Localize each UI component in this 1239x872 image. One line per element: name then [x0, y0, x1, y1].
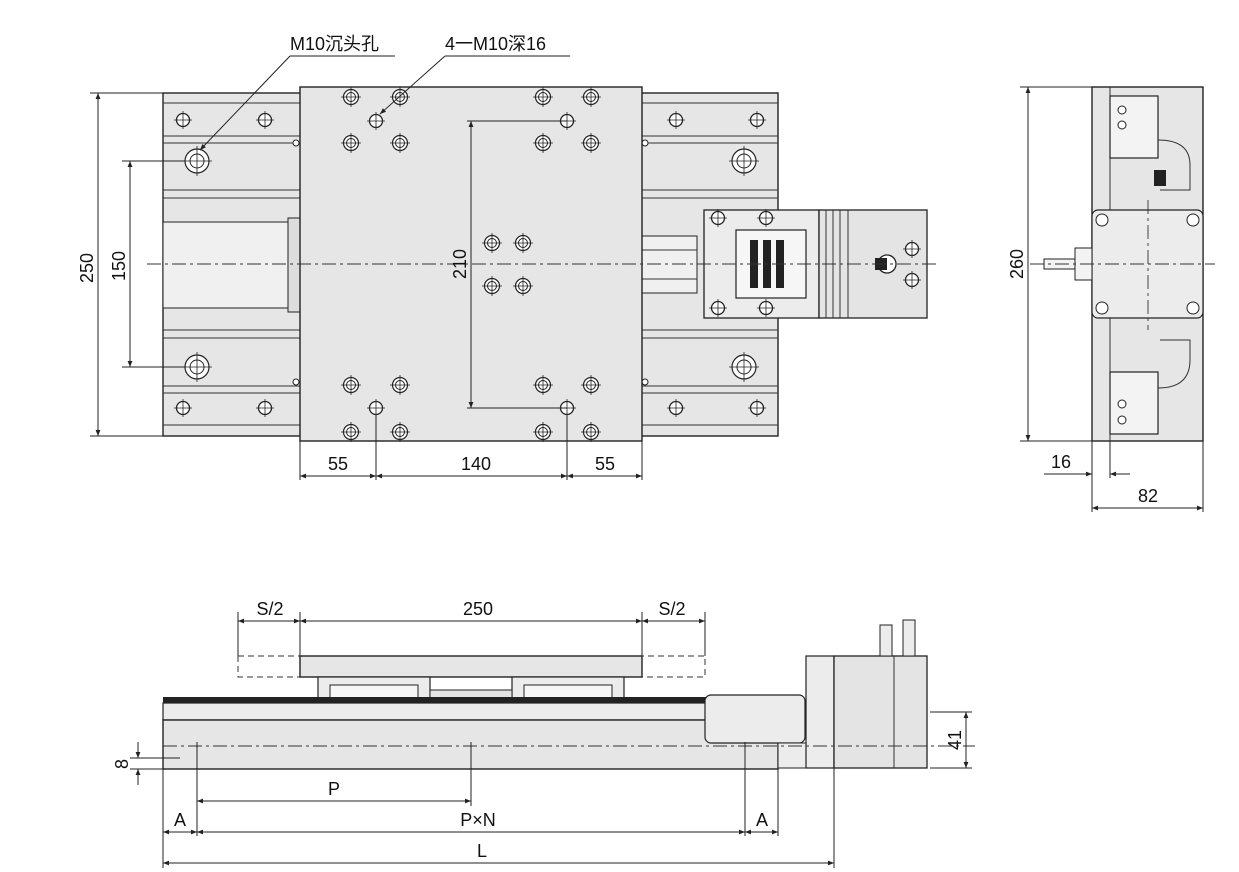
dim-55-right: 55 [595, 454, 615, 474]
table-side [299, 655, 643, 678]
callout-counterbore: M10沉头孔 [290, 34, 379, 54]
side-view [1030, 86, 1215, 442]
dim-pitch: P [328, 779, 340, 799]
dim-82: 82 [1138, 486, 1158, 506]
dim-250-horizontal: 250 [463, 599, 493, 619]
dim-pitch-total: P×N [460, 810, 496, 830]
dim-41: 41 [945, 730, 965, 750]
dim-a-left: A [174, 810, 186, 830]
callout-tapped: 4一M10深16 [445, 34, 546, 54]
dim-210-vertical: 210 [450, 249, 470, 279]
dim-140: 140 [461, 454, 491, 474]
dim-250-vertical: 250 [77, 253, 97, 283]
front-view [162, 619, 975, 868]
dim-stroke-right: S/2 [658, 599, 685, 619]
dim-16: 16 [1051, 452, 1071, 472]
dim-a-right: A [756, 810, 768, 830]
front-view-dimensions: S/2 250 S/2 8 41 P A P×N A L [112, 599, 972, 868]
dim-8: 8 [112, 759, 132, 769]
dim-150-vertical: 150 [109, 251, 129, 281]
top-view-dimensions: 250 150 210 55 140 55 M10沉头孔 4一M10深16 [77, 34, 643, 480]
side-view-dimensions: 260 16 82 [1007, 86, 1204, 512]
dim-55-left: 55 [328, 454, 348, 474]
dim-stroke-left: S/2 [256, 599, 283, 619]
dim-length: L [477, 841, 487, 861]
dim-260-vertical: 260 [1007, 249, 1027, 279]
top-view [147, 86, 940, 443]
motor-side [833, 655, 928, 769]
